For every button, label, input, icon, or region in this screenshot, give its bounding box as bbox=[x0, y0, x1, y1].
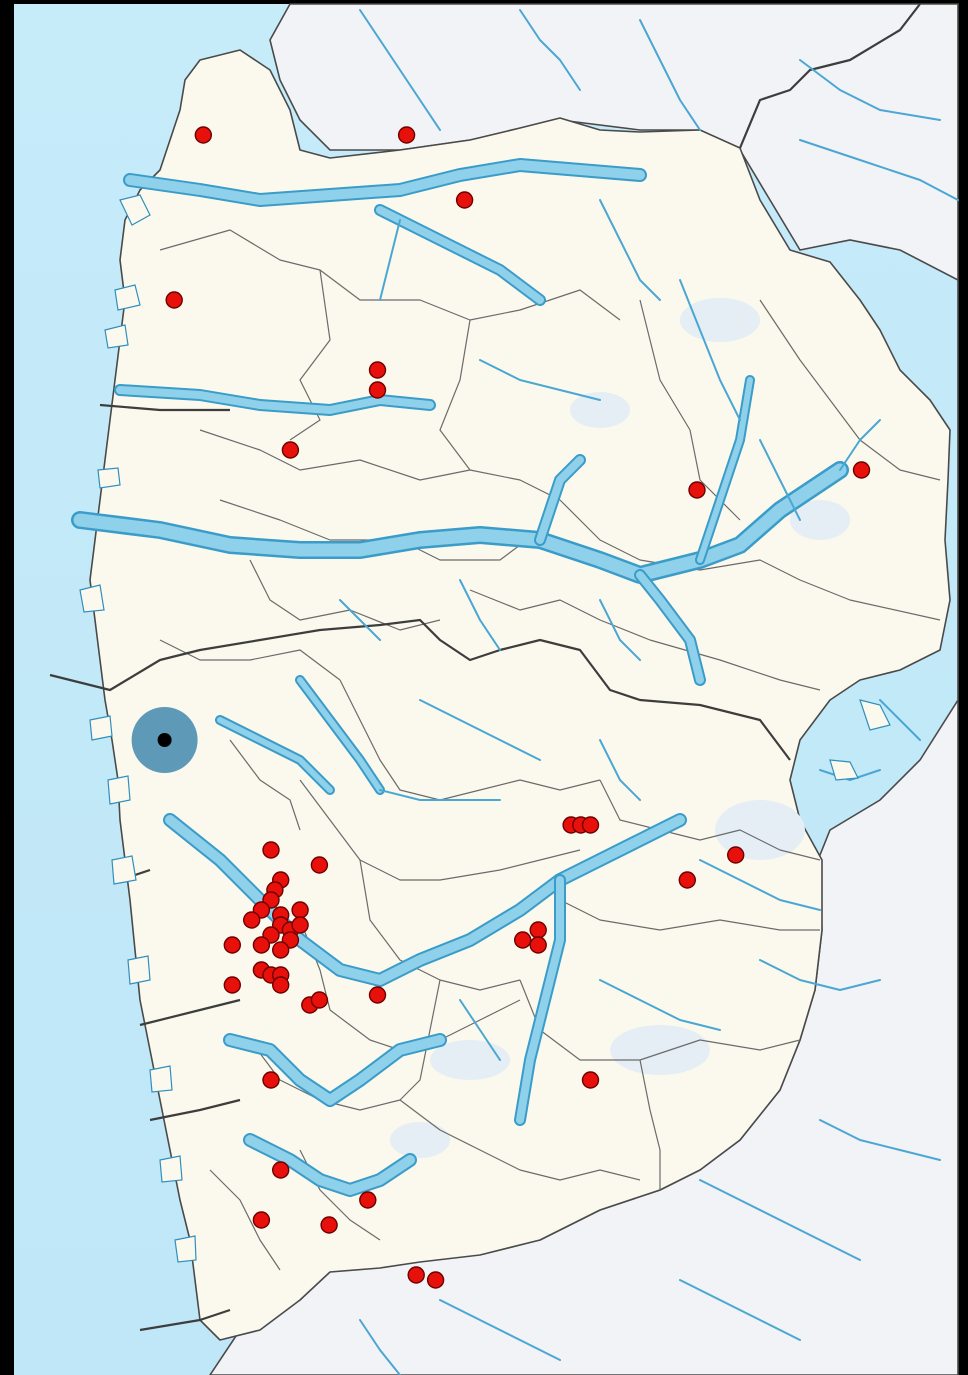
site-marker[interactable] bbox=[359, 1191, 377, 1209]
highlighted-location[interactable] bbox=[131, 707, 198, 773]
site-marker[interactable] bbox=[727, 846, 745, 864]
municipal-borders bbox=[159, 229, 941, 1271]
glacier-patches bbox=[390, 298, 850, 1158]
site-marker[interactable] bbox=[252, 1211, 271, 1229]
site-marker[interactable] bbox=[688, 481, 706, 499]
highlight-center-dot[interactable] bbox=[157, 733, 172, 747]
rivers bbox=[339, 9, 959, 1375]
site-marker[interactable] bbox=[223, 976, 242, 994]
site-marker[interactable] bbox=[165, 291, 183, 309]
site-marker[interactable] bbox=[272, 976, 290, 994]
site-marker[interactable] bbox=[262, 1071, 280, 1089]
site-marker[interactable] bbox=[281, 441, 300, 459]
site-marker[interactable] bbox=[514, 931, 532, 949]
site-marker[interactable] bbox=[320, 1216, 338, 1234]
site-marker[interactable] bbox=[242, 911, 261, 929]
site-marker[interactable] bbox=[252, 936, 271, 954]
site-marker[interactable] bbox=[368, 361, 387, 379]
site-marker[interactable] bbox=[223, 936, 242, 954]
site-marker[interactable] bbox=[310, 856, 329, 874]
site-marker[interactable] bbox=[291, 916, 309, 934]
site-marker[interactable] bbox=[272, 1161, 290, 1179]
coastal-islands bbox=[79, 194, 891, 1263]
site-marker[interactable] bbox=[678, 871, 696, 889]
site-marker[interactable] bbox=[581, 1071, 600, 1089]
fjords bbox=[71, 158, 849, 1197]
site-marker[interactable] bbox=[581, 816, 600, 834]
site-marker[interactable] bbox=[426, 1271, 445, 1289]
site-marker[interactable] bbox=[194, 126, 213, 144]
site-marker[interactable] bbox=[291, 901, 309, 919]
site-marker[interactable] bbox=[368, 381, 387, 399]
site-marker[interactable] bbox=[529, 936, 547, 954]
site-marker[interactable] bbox=[852, 461, 871, 479]
site-markers bbox=[165, 126, 871, 1289]
site-marker[interactable] bbox=[397, 126, 416, 144]
site-marker[interactable] bbox=[529, 921, 547, 939]
site-marker[interactable] bbox=[310, 991, 329, 1009]
site-marker[interactable] bbox=[262, 841, 280, 859]
site-marker[interactable] bbox=[368, 986, 387, 1004]
site-marker[interactable] bbox=[407, 1266, 425, 1284]
site-marker[interactable] bbox=[455, 191, 474, 209]
site-marker[interactable] bbox=[272, 941, 290, 959]
